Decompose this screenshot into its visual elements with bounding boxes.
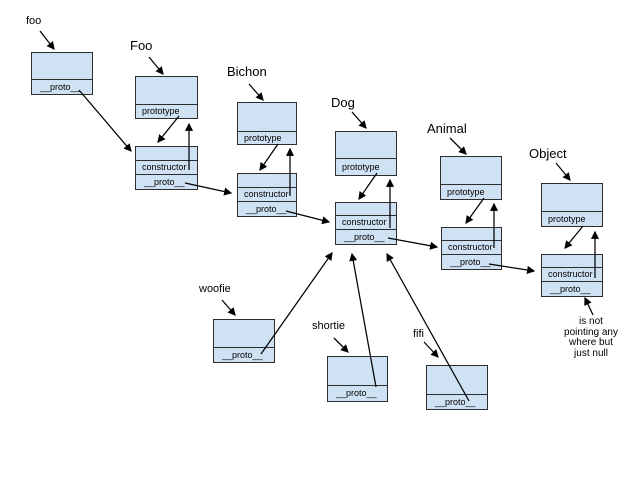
foo-prototype-proto-label: __proto__ — [144, 176, 185, 187]
fifi-label-arrow — [423, 341, 439, 358]
dog-function-body — [336, 132, 396, 158]
null-note: is not pointing any where but just null — [553, 316, 629, 359]
foo-prototype-slot-arrow — [157, 115, 180, 143]
null-note-line-4: just null — [574, 347, 608, 359]
object-function-body — [542, 184, 602, 211]
foo-object-box: __proto__ — [31, 52, 93, 95]
foo-proto-arrow — [78, 89, 132, 152]
foo-prototype-proto-slot: __proto__ — [136, 174, 197, 189]
dog-function-box: prototype — [335, 131, 397, 176]
woofie-label-arrow — [221, 299, 236, 316]
foo-proto-slot-label: __proto__ — [40, 81, 81, 92]
object-prototype-proto-slot: __proto__ — [542, 281, 602, 296]
object-prototype-proto-label: __proto__ — [550, 283, 591, 294]
fifi-instance-label: fifi — [413, 328, 424, 340]
bichon-function-box: prototype — [237, 102, 297, 145]
bichon-prototype-proto-slot: __proto__ — [238, 201, 296, 216]
fifi-proto-slot-label: __proto__ — [435, 396, 476, 407]
dog-prototype-proto-slot: __proto__ — [336, 229, 396, 244]
object-prototype-constructor-label: constructor — [548, 269, 593, 279]
foo-prototype-body — [136, 147, 197, 160]
dog-prototype-slot-label: prototype — [342, 161, 380, 172]
dog-prototype-box: constructor __proto__ — [335, 202, 397, 245]
animal-prototype-proto-slot: __proto__ — [442, 254, 501, 269]
dog-prototype-body — [336, 203, 396, 215]
foo-label-arrow — [39, 30, 55, 50]
woofie-object-body — [214, 320, 274, 347]
null-note-arrow — [584, 296, 594, 316]
foo-prototype-slot: prototype — [136, 104, 197, 118]
object-prototype-constructor-slot: constructor — [542, 267, 602, 281]
shortie-instance-label: shortie — [312, 320, 346, 332]
bichon-prototype-slot: prototype — [238, 131, 296, 144]
fifi-object-body — [427, 366, 487, 394]
fifi-proto-slot: __proto__ — [427, 394, 487, 409]
bichon-prototype-slot-arrow — [259, 143, 279, 172]
bichon-prototype-constructor-slot: constructor — [238, 187, 296, 201]
foo-instance-label: foo — [26, 15, 42, 27]
bichon-prototype-constructor-label: constructor — [244, 189, 289, 199]
bichon-function-body — [238, 103, 296, 131]
dog-prototype-constructor-label: constructor — [342, 217, 387, 227]
dog-label-arrow — [351, 111, 367, 129]
foo-function-body — [136, 77, 197, 104]
null-note-line-3: where but — [569, 337, 613, 348]
foo-function-box: prototype — [135, 76, 198, 119]
animal-prototype-slot-arrow — [465, 197, 485, 224]
animal-function-body — [441, 157, 501, 184]
dog-prototype-constructor-slot: constructor — [336, 215, 396, 229]
foo-object-body — [32, 53, 92, 79]
object-prototype-body — [542, 255, 602, 267]
shortie-proto-slot: __proto__ — [328, 385, 387, 401]
object-prototype-slot: prototype — [542, 211, 602, 226]
dog-function-label: Dog — [331, 95, 355, 110]
foo-prototype-box: constructor __proto__ — [135, 146, 198, 190]
foo-prototype-constructor-slot: constructor — [136, 160, 197, 174]
foo-function-label: Foo — [130, 38, 153, 53]
dog-prototype-slot-arrow — [358, 172, 378, 201]
object-prototype-slot-arrow — [564, 225, 584, 249]
bichon-prototype-slot-label: prototype — [244, 132, 282, 143]
woofie-object-box: __proto__ — [213, 319, 275, 363]
animal-prototype-box: constructor __proto__ — [441, 227, 502, 270]
bichon-prototype-proto-label: __proto__ — [246, 203, 287, 214]
woofie-proto-slot-label: __proto__ — [222, 349, 263, 360]
shortie-object-body — [328, 357, 387, 385]
bichon-function-label: Bichon — [227, 64, 267, 79]
shortie-proto-slot-label: __proto__ — [336, 388, 377, 398]
woofie-proto-slot: __proto__ — [214, 347, 274, 362]
bichon-prototype-body — [238, 174, 296, 187]
shortie-label-arrow — [333, 337, 349, 353]
animal-prototype-slot-label: prototype — [447, 186, 485, 197]
bichon-label-arrow — [248, 83, 264, 101]
null-note-line-2: pointing any — [564, 326, 618, 338]
null-note-line-1: is not — [579, 316, 603, 327]
dog-prototype-proto-label: __proto__ — [344, 231, 385, 242]
object-prototype-box: constructor __proto__ — [541, 254, 603, 297]
foo-proto-slot: __proto__ — [32, 79, 92, 94]
animal-prototype-body — [442, 228, 501, 240]
dog-prototype-slot: prototype — [336, 158, 396, 175]
animal-prototype-proto-label: __proto__ — [450, 256, 491, 267]
foo-prototype-slot-label: prototype — [142, 106, 180, 116]
shortie-object-box: __proto__ — [327, 356, 388, 402]
woofie-instance-label: woofie — [199, 283, 231, 295]
object-function-box: prototype — [541, 183, 603, 227]
animal-prototype-slot: prototype — [441, 184, 501, 199]
foo-prototype-constructor-label: constructor — [142, 162, 187, 172]
animal-function-label: Animal — [427, 121, 467, 136]
object-function-label: Object — [529, 146, 567, 161]
bichon-prototype-box: constructor __proto__ — [237, 173, 297, 217]
animal-prototype-constructor-slot: constructor — [442, 240, 501, 254]
animal-prototype-constructor-label: constructor — [448, 242, 493, 252]
object-label-arrow — [555, 162, 571, 181]
fifi-object-box: __proto__ — [426, 365, 488, 410]
object-prototype-slot-label: prototype — [548, 213, 586, 224]
animal-function-box: prototype — [440, 156, 502, 200]
foo-function-label-arrow — [148, 56, 164, 75]
animal-label-arrow — [449, 137, 467, 155]
